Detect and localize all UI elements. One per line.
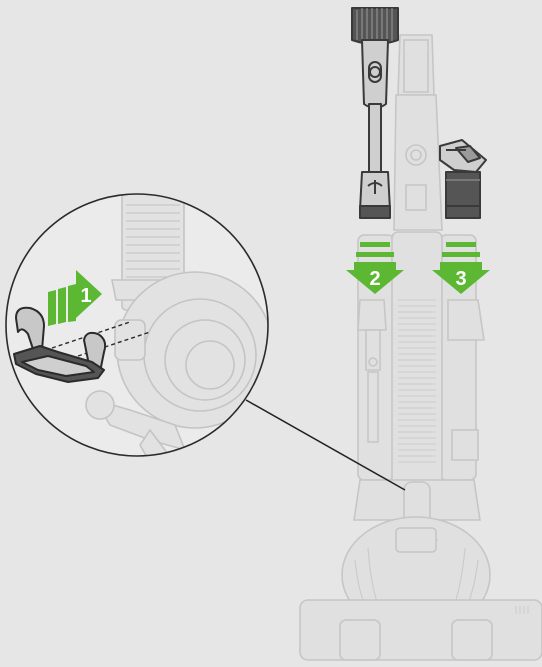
zoom-callout-icon: 1 xyxy=(6,190,273,480)
combination-tool-icon xyxy=(352,8,398,218)
step-3-label: 3 xyxy=(455,268,466,290)
stair-tool-icon xyxy=(440,140,486,218)
vacuum-cleaner-icon xyxy=(300,35,542,660)
step-2-label: 2 xyxy=(369,268,380,290)
step-1-label: 1 xyxy=(80,285,91,307)
